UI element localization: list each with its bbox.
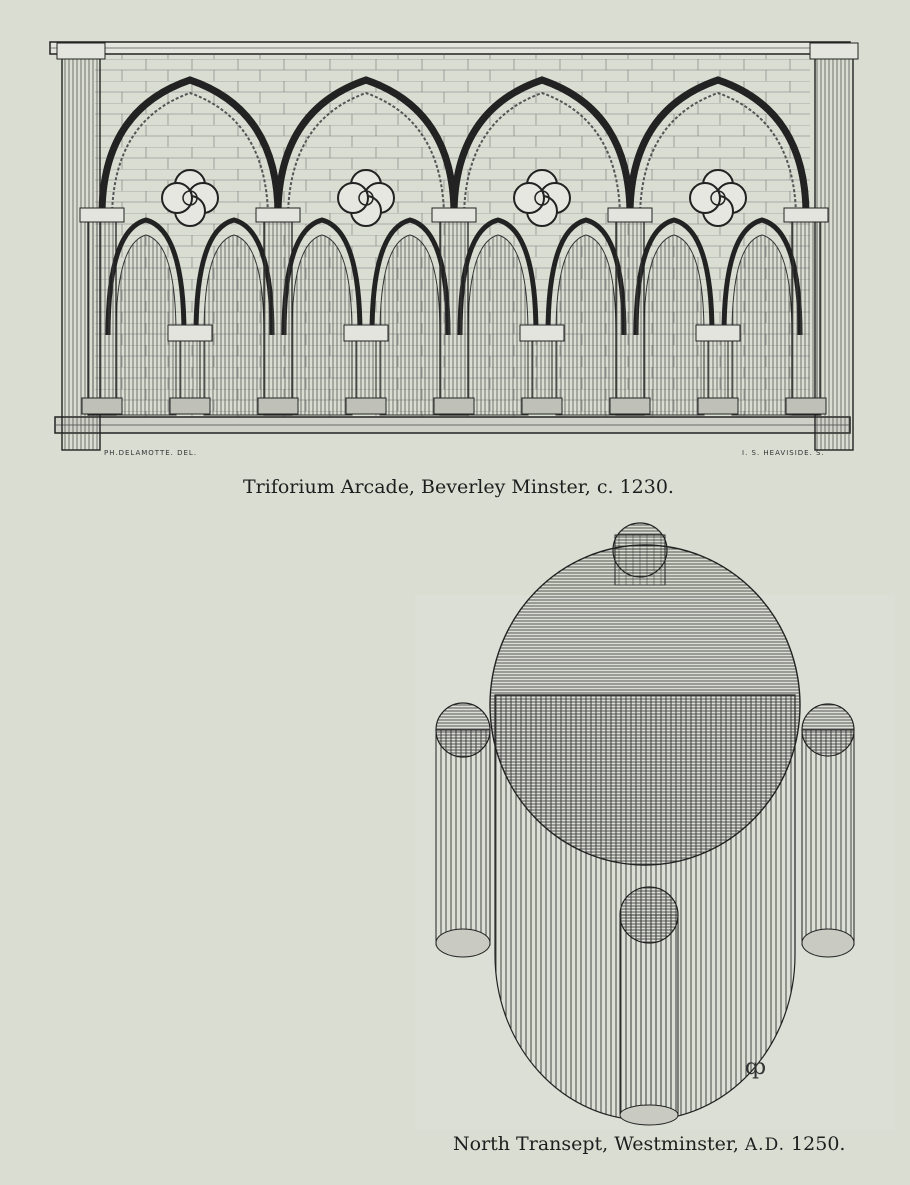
quatrefoil-lobe <box>161 182 193 214</box>
quatrefoil-lobe <box>337 182 369 214</box>
quatrefoil-center <box>182 190 198 206</box>
outer-arch <box>450 76 634 216</box>
colonnette-base <box>521 397 563 415</box>
colonnette-capital <box>519 324 565 342</box>
colonnette-base <box>345 397 387 415</box>
colonnette-capital <box>343 324 389 342</box>
pier-caption-main: North Transept, Westminster, <box>453 1133 745 1155</box>
shaft-base <box>433 397 475 415</box>
arch-shadow <box>555 234 617 416</box>
outer-arch <box>98 76 282 216</box>
arch-ornament <box>287 91 445 216</box>
clustered-shaft <box>791 214 821 416</box>
outer-arch <box>274 76 458 216</box>
engraver-monogram: ȹ <box>745 1055 767 1080</box>
clustered-shaft <box>87 214 117 416</box>
quatrefoil-center <box>534 190 550 206</box>
clustered-shaft <box>439 214 469 416</box>
arch-shadow <box>115 234 177 416</box>
arch-ornament <box>639 91 797 216</box>
north-transept-pier-engraving <box>415 522 895 1130</box>
colonnette-capital <box>167 324 213 342</box>
shaft-base <box>785 397 827 415</box>
shaft-base <box>81 397 123 415</box>
triforium-arcade-engraving <box>49 41 859 451</box>
colonnette-capital <box>695 324 741 342</box>
arch-shadow <box>291 234 353 416</box>
shaft-capital <box>607 207 653 223</box>
clustered-shaft <box>263 214 293 416</box>
arch-ornament <box>111 91 269 216</box>
quatrefoil-lobe <box>689 182 721 214</box>
pier-caption-year: 1250. <box>785 1133 846 1155</box>
pier-caption-era: A.D. <box>744 1135 786 1155</box>
shaft-base <box>609 397 651 415</box>
arch-shadow <box>379 234 441 416</box>
arcade-caption: Triforium Arcade, Beverley Minster, c. 1… <box>243 476 674 498</box>
shaft-base <box>257 397 299 415</box>
outer-arch <box>626 76 810 216</box>
arch-shadow <box>203 234 265 416</box>
arch-shadow <box>467 234 529 416</box>
engraver-credit-left: PH.DELAMOTTE. DEL. <box>104 449 198 457</box>
clustered-shaft <box>615 214 645 416</box>
colonnette-base <box>169 397 211 415</box>
shaft-capital <box>431 207 477 223</box>
arch-shadow <box>643 234 705 416</box>
arch-ornament <box>463 91 621 216</box>
colonnette-base <box>697 397 739 415</box>
shaft-capital <box>79 207 125 223</box>
quatrefoil-center <box>358 190 374 206</box>
pier-caption: North Transept, Westminster, A.D. 1250. <box>453 1133 845 1155</box>
shaft-capital <box>783 207 829 223</box>
quatrefoil-center <box>710 190 726 206</box>
shaft-capital <box>255 207 301 223</box>
engraver-credit-right: I. S. HEAVISIDE. S. <box>742 449 825 457</box>
quatrefoil-lobe <box>513 182 545 214</box>
arch-shadow <box>731 234 793 416</box>
